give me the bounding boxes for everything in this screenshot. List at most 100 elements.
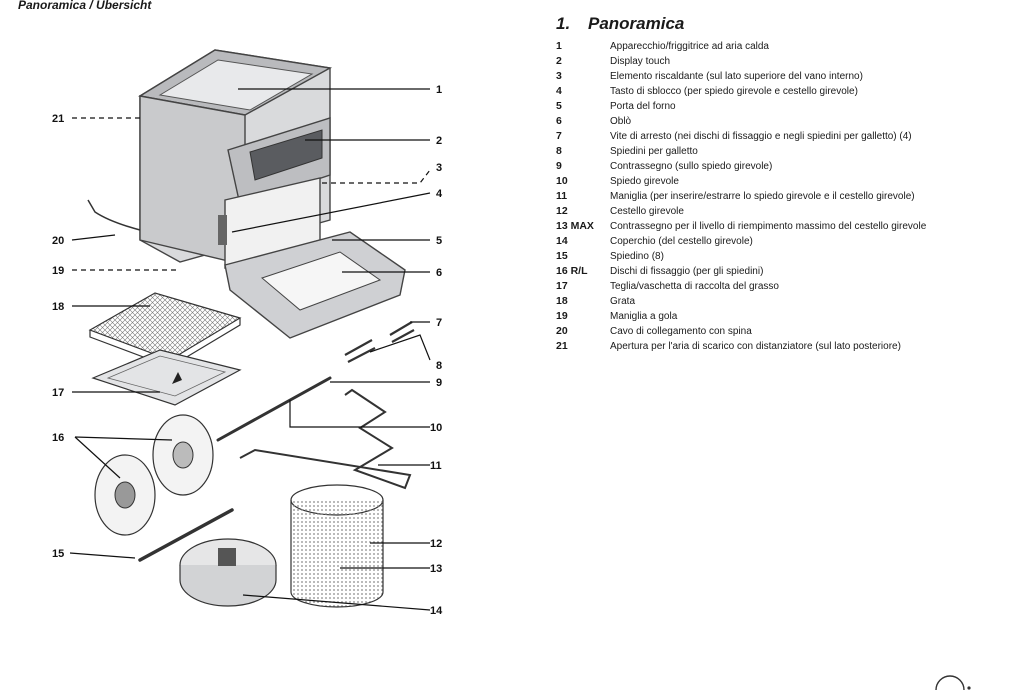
legend-text: Display touch xyxy=(610,56,671,67)
legend-row: 17 Teglia/vaschetta di raccolta del grass… xyxy=(556,279,1016,294)
callout-21: 21 xyxy=(52,113,64,125)
callout-11: 11 xyxy=(430,460,442,472)
exploded-view-diagram: 1 2 3 4 5 6 7 8 9 10 11 12 13 14 15 16 1… xyxy=(52,49,443,617)
callout-8: 8 xyxy=(436,360,442,372)
callout-1: 1 xyxy=(436,84,442,96)
fixing-discs xyxy=(94,414,214,536)
legend-number: 21 xyxy=(556,340,568,352)
legend-row: 6 Oblò xyxy=(556,114,1016,129)
power-cable xyxy=(87,199,141,231)
callout-18: 18 xyxy=(52,301,64,313)
legend-text: Coperchio (del cestello girevole) xyxy=(610,236,753,247)
legend-row: 16 R/L Dischi di fissaggio (per gli spied… xyxy=(556,264,1016,279)
page-corner-icon xyxy=(935,675,971,691)
legend-row: 15 Spiedino (8) xyxy=(556,249,1016,264)
legend-text: Contrassegno (sullo spiedo girevole) xyxy=(610,161,773,172)
legend-text: Tasto di sblocco (per spiedo girevole e … xyxy=(610,86,858,97)
callout-14: 14 xyxy=(430,605,443,617)
legend-text: Cestello girevole xyxy=(610,206,684,217)
callout-6: 6 xyxy=(436,267,442,279)
legend-number: 15 xyxy=(556,250,568,262)
callout-20: 20 xyxy=(52,235,64,247)
legend-text: Oblò xyxy=(610,116,632,127)
legend-row: 5 Porta del forno xyxy=(556,99,1016,114)
legend-row: 19 Maniglia a gola xyxy=(556,309,1016,324)
legend-row: 21 Apertura per l'aria di scarico con dis… xyxy=(556,339,1016,354)
basket-lid xyxy=(179,538,277,607)
legend-text: Apertura per l'aria di scarico con dista… xyxy=(610,341,901,352)
legend-row: 9 Contrassegno (sullo spiedo girevole) xyxy=(556,159,1016,174)
drip-tray xyxy=(91,349,242,406)
section-heading: Panoramica xyxy=(588,14,685,33)
legend-text: Contrassegno per il livello di riempimen… xyxy=(610,221,927,232)
legend-number: 13 MAX xyxy=(556,220,594,232)
callout-9: 9 xyxy=(436,377,442,389)
legend-number: 7 xyxy=(556,130,562,142)
legend-text: Cavo di collegamento con spina xyxy=(610,326,752,337)
callout-16: 16 xyxy=(52,432,64,444)
legend-number: 2 xyxy=(556,55,562,67)
legend-row: 8 Spiedini per galletto xyxy=(556,144,1016,159)
skewer xyxy=(138,508,234,562)
callout-5: 5 xyxy=(436,235,442,247)
leader-lines xyxy=(69,88,431,611)
legend-number: 10 xyxy=(556,175,568,187)
legend-text: Teglia/vaschetta di raccolta del grasso xyxy=(610,281,779,292)
legend-row: 10 Spiedo girevole xyxy=(556,174,1016,189)
legend-number: 20 xyxy=(556,325,568,337)
legend-text: Dischi di fissaggio (per gli spiedini) xyxy=(610,266,764,277)
legend-number: 1 xyxy=(556,40,562,52)
legend-number: 3 xyxy=(556,70,562,82)
legend-text: Spiedini per galletto xyxy=(610,146,698,157)
air-fryer-appliance xyxy=(138,49,406,339)
legend-number: 9 xyxy=(556,160,562,172)
legend-text: Maniglia a gola xyxy=(610,311,678,322)
callout-numbers: 1 2 3 4 5 6 7 8 9 10 11 12 13 14 15 16 1… xyxy=(52,84,443,617)
callout-10: 10 xyxy=(430,422,442,434)
rotating-basket xyxy=(290,484,384,608)
legend-number: 17 xyxy=(556,280,568,292)
page-header: Panoramica / Übersicht xyxy=(18,0,152,12)
legend-row: 14 Coperchio (del cestello girevole) xyxy=(556,234,1016,249)
legend-text: Porta del forno xyxy=(610,101,676,112)
legend-number: 8 xyxy=(556,145,562,157)
legend-row: 2 Display touch xyxy=(556,54,1016,69)
legend-number: 19 xyxy=(556,310,568,322)
legend-row: 13 MAX Contrassegno per il livello di rie… xyxy=(556,219,1016,234)
legend-number: 11 xyxy=(556,190,568,202)
legend-text: Spiedino (8) xyxy=(610,251,664,262)
legend-row: 4 Tasto di sblocco (per spiedo girevole e… xyxy=(556,84,1016,99)
legend-number: 14 xyxy=(556,235,568,247)
legend-row: 7 Vite di arresto (nei dischi di fissaggi… xyxy=(556,129,1016,144)
callout-3: 3 xyxy=(436,162,442,174)
legend-row: 12 Cestello girevole xyxy=(556,204,1016,219)
callout-12: 12 xyxy=(430,538,442,550)
callout-19: 19 xyxy=(52,265,64,277)
chicken-skewers xyxy=(344,321,415,363)
callout-4: 4 xyxy=(436,188,443,200)
legend-row: 18 Grata xyxy=(556,294,1016,309)
callout-13: 13 xyxy=(430,563,442,575)
spit-handle xyxy=(239,388,412,490)
legend-text: Maniglia (per inserire/estrarre lo spied… xyxy=(610,191,915,202)
legend-text: Grata xyxy=(610,296,636,307)
legend-text: Apparecchio/friggitrice ad aria calda xyxy=(610,41,769,52)
legend-number: 16 R/L xyxy=(556,265,588,277)
legend-text: Vite di arresto (nei dischi di fissaggio… xyxy=(610,131,912,142)
legend-number: 5 xyxy=(556,100,562,112)
legend-row: 11 Maniglia (per inserire/estrarre lo spi… xyxy=(556,189,1016,204)
legend-number: 12 xyxy=(556,205,568,217)
rotisserie-spit xyxy=(216,376,332,442)
legend-row: 20 Cavo di collegamento con spina xyxy=(556,324,1016,339)
legend-text: Spiedo girevole xyxy=(610,176,679,187)
callout-15: 15 xyxy=(52,548,64,560)
section-title: 1. Panoramica xyxy=(556,14,684,34)
legend-row: 1 Apparecchio/friggitrice ad aria calda xyxy=(556,39,1016,54)
legend-number: 18 xyxy=(556,295,568,307)
legend-number: 4 xyxy=(556,85,562,97)
legend-number: 6 xyxy=(556,115,562,127)
callout-17: 17 xyxy=(52,387,64,399)
section-number: 1. xyxy=(556,14,571,33)
